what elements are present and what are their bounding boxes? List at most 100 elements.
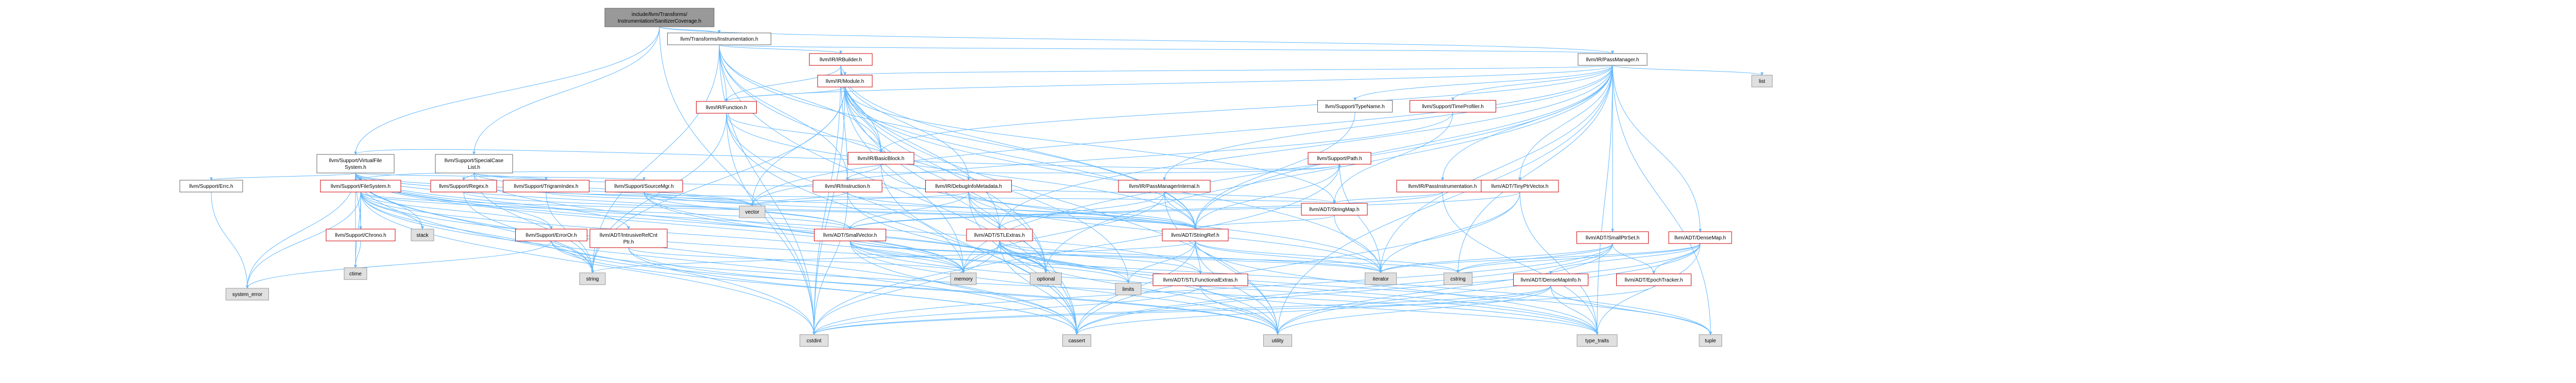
edge-irbuilder-to-stlextras <box>840 65 1001 230</box>
node-llvm-adt-stringref-h[interactable]: llvm/ADT/StringRef.h <box>1162 229 1229 241</box>
node-llvm-support-trigramindex-h[interactable]: llvm/Support/TrigramIndex.h <box>503 180 589 193</box>
node-llvm-ir-debuginfometadata-h[interactable]: llvm/IR/DebugInfoMetadata.h <box>925 180 1012 193</box>
node-llvm-support-path-h[interactable]: llvm/Support/Path.h <box>1308 152 1371 165</box>
node-box <box>814 229 886 241</box>
node-llvm-ir-passinstrumentation-h[interactable]: llvm/IR/PassInstrumentation.h <box>1396 180 1489 193</box>
node-label: llvm/Support/SpecialCase <box>445 158 504 164</box>
node-label: llvm/Support/TypeName.h <box>1325 104 1384 110</box>
edge-stringmap-to-iterator <box>1334 215 1382 273</box>
node-label: llvm/IR/IRBuilder.h <box>820 57 862 63</box>
node-label: llvm/ADT/DenseMap.h <box>1674 235 1726 241</box>
node-label: llvm/ADT/DenseMapInfo.h <box>1521 277 1581 283</box>
node-llvm-support-typename-h[interactable]: llvm/Support/TypeName.h <box>1317 100 1393 113</box>
node-llvm-support-sourcemgr-h[interactable]: llvm/Support/SourceMgr.h <box>605 180 683 193</box>
node-label: llvm/ADT/TinyPtrVector.h <box>1492 184 1549 189</box>
node-llvm-ir-passmanager-h[interactable]: llvm/IR/PassManager.h <box>1578 53 1648 66</box>
edge-fs-to-syserr <box>246 192 361 289</box>
node-llvm-adt-stlfunctionalextras-h[interactable]: llvm/ADT/STLFunctionalExtras.h <box>1153 273 1248 286</box>
node-llvm-ir-function-h[interactable]: llvm/IR/Function.h <box>696 101 757 114</box>
edge-smallptrset-to-utility <box>1276 243 1613 335</box>
node-label: llvm/Support/ErrorOr.h <box>526 233 577 238</box>
node-llvm-adt-densemap-h[interactable]: llvm/ADT/DenseMap.h <box>1668 231 1732 244</box>
node-box <box>1410 100 1496 113</box>
node-llvm-ir-basicblock-h[interactable]: llvm/IR/BasicBlock.h <box>848 152 914 165</box>
node-llvm-ir-module-h[interactable]: llvm/IR/Module.h <box>817 75 873 88</box>
node-utility: utility <box>1263 334 1292 347</box>
edge-srcmgr-to-stringref <box>643 192 1197 230</box>
node-llvm-support-erroror-h[interactable]: llvm/Support/ErrorOr.h <box>515 229 587 241</box>
edge-module-to-stringref <box>844 86 1197 230</box>
node-box <box>344 267 367 280</box>
node-label: llvm/IR/DebugInfoMetadata.h <box>935 184 1002 189</box>
edge-passmanager-to-iterator <box>1379 65 1613 273</box>
node-label: llvm/Support/FileSystem.h <box>331 184 391 189</box>
edge-root-to-speccase <box>472 26 660 155</box>
node-llvm-adt-stlextras-h[interactable]: llvm/ADT/STLExtras.h <box>966 229 1033 241</box>
node-llvm-support-regex-h[interactable]: llvm/Support/Regex.h <box>430 180 497 193</box>
edge-stringref-to-limits <box>1127 240 1196 284</box>
node-label: system_error <box>232 292 263 298</box>
edge-smallvector-to-utility <box>850 240 1279 335</box>
node-llvm-ir-irbuilder-h[interactable]: llvm/IR/IRBuilder.h <box>809 53 873 66</box>
node-box <box>1577 334 1618 347</box>
node-llvm-support-filesystem-h[interactable]: llvm/Support/FileSystem.h <box>320 180 401 193</box>
node-llvm-ir-passmanagerinternal-h[interactable]: llvm/IR/PassManagerInternal.h <box>1118 180 1211 193</box>
node-type-traits: type_traits <box>1577 334 1618 347</box>
node-llvm-adt-stringmap-h[interactable]: llvm/ADT/StringMap.h <box>1301 203 1368 216</box>
edge-passmanager-to-densemap <box>1612 65 1702 232</box>
node-label: cstring <box>1450 276 1465 282</box>
edge-densemapinfo-to-cstdint <box>812 285 1551 335</box>
edge-stringref-to-string <box>591 240 1196 273</box>
node-box <box>1616 273 1691 286</box>
node-label: string <box>586 276 599 282</box>
edge-speccase-to-trigram <box>473 172 548 181</box>
edge-vfs-to-syserr <box>246 172 356 289</box>
node-llvm-adt-smallvector-h[interactable]: llvm/ADT/SmallVector.h <box>814 229 886 241</box>
node-llvm-support-timeprofiler-h[interactable]: llvm/Support/TimeProfiler.h <box>1410 100 1496 113</box>
edge-root-to-vfs <box>354 26 660 155</box>
node-llvm-ir-instruction-h[interactable]: llvm/IR/Instruction.h <box>812 180 883 193</box>
node-label: Instrumentation/SanitizerCoverage.h <box>618 19 701 24</box>
edge-instruction-to-cstdint <box>812 192 848 335</box>
edge-speccase-to-stringmap <box>473 172 1336 204</box>
edge-stlextras-to-memory <box>962 240 1000 273</box>
edge-instr-to-cassert <box>719 44 1078 335</box>
node-llvm-transforms-instrumentation-h[interactable]: llvm/Transforms/Instrumentation.h <box>667 32 771 45</box>
node-label: System.h <box>345 165 366 170</box>
node-box <box>667 32 771 45</box>
node-llvm-adt-epochtracker-h[interactable]: llvm/ADT/EpochTracker.h <box>1616 273 1691 286</box>
node-ctime: ctime <box>344 267 367 280</box>
edge-passmanager-to-utility <box>1276 65 1613 335</box>
node-llvm-adt-smallptrset-h[interactable]: llvm/ADT/SmallPtrSet.h <box>1577 231 1649 244</box>
node-label: llvm/ADT/StringRef.h <box>1171 233 1219 238</box>
node-label: cassert <box>1069 338 1085 344</box>
node-memory: memory <box>950 272 977 285</box>
edge-module-to-memory <box>844 86 965 273</box>
edge-densemapinfo-to-utility <box>1276 285 1551 335</box>
node-llvm-support-chrono-h[interactable]: llvm/Support/Chrono.h <box>326 229 396 241</box>
node-llvm-adt-densemapinfo-h[interactable]: llvm/ADT/DenseMapInfo.h <box>1513 273 1588 286</box>
edge-instr-to-limits <box>719 44 1130 284</box>
edge-fs-to-cstdint <box>360 192 816 335</box>
node-box <box>579 272 606 285</box>
edge-pmi-to-stlextras <box>998 192 1165 230</box>
edge-erroror-to-syserr <box>246 240 552 289</box>
node-llvm-support-errc-h[interactable]: llvm/Support/Errc.h <box>179 180 243 193</box>
node-llvm-adt-tinyptrvector-h[interactable]: llvm/ADT/TinyPtrVector.h <box>1481 180 1559 193</box>
node-label: iterator <box>1372 276 1389 282</box>
node-include-llvm-transforms-instrumentation-sanitizercoverage-h[interactable]: include/llvm/Transforms/Instrumentation/… <box>604 8 715 27</box>
edge-debuginfo-to-stlextras <box>968 192 1001 230</box>
node-label: memory <box>954 276 973 282</box>
edge-densemapinfo-to-tuple <box>1550 285 1712 335</box>
node-label: llvm/IR/PassManager.h <box>1586 57 1639 63</box>
edge-stringref-to-utility <box>1195 240 1279 335</box>
edge-instr-to-basicblock <box>719 44 883 153</box>
edge-passinstr-to-typetraits <box>1442 192 1599 335</box>
edge-stlextras-to-cstdint <box>812 240 1000 335</box>
node-box <box>739 205 766 218</box>
edge-timeprof-to-stringmap <box>1333 112 1453 204</box>
node-box <box>430 180 497 193</box>
